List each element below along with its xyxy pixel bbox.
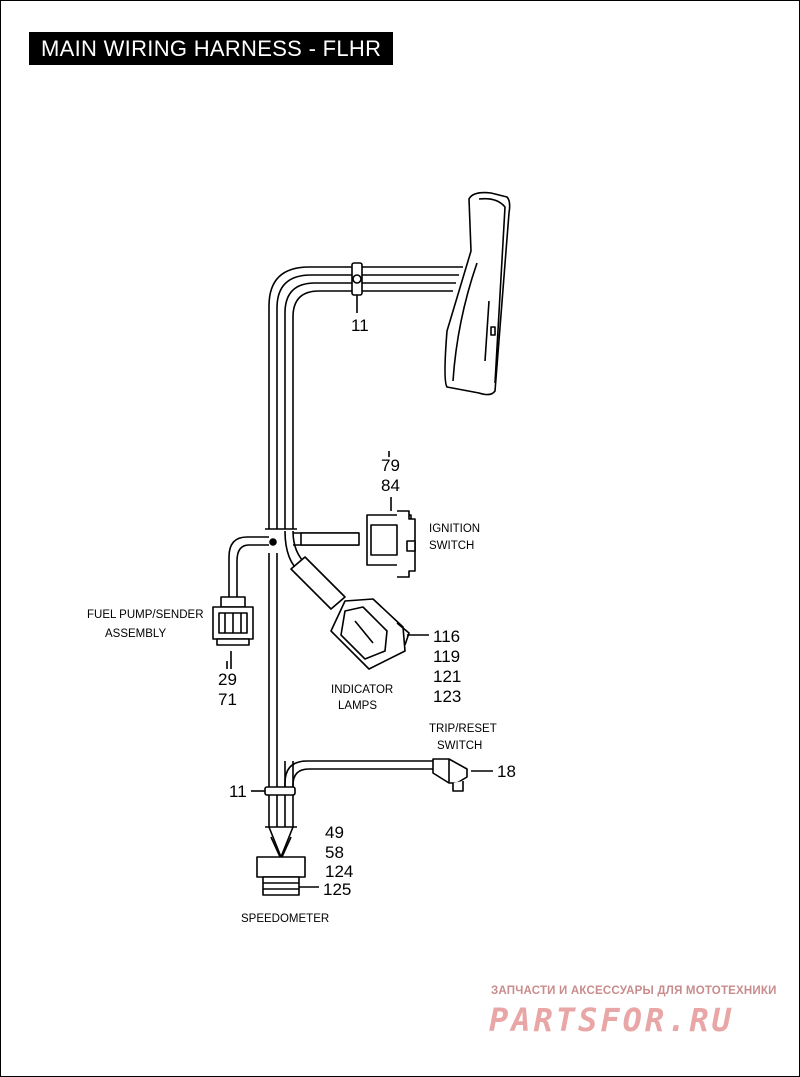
- watermark-tagline: ЗАПЧАСТИ И АКСЕССУАРЫ ДЛЯ МОТОТЕХНИКИ: [491, 985, 777, 997]
- callout-speedo-a: 49: [325, 823, 344, 842]
- top-clip: [351, 262, 363, 313]
- callout-top-clip: 11: [351, 316, 369, 335]
- harness-trunk-inner: [284, 282, 456, 529]
- label-ignition-1: IGNITION: [429, 523, 480, 535]
- callout-lower-clip: 11: [229, 782, 247, 801]
- indicator-lamps-connector: [330, 598, 429, 670]
- callout-trip: 18: [497, 762, 516, 781]
- callout-lamps-a: 116: [433, 627, 460, 646]
- callout-lamps-d: 123: [433, 687, 461, 706]
- label-trip-1: TRIP/RESET: [429, 723, 497, 735]
- ignition-switch-connector: [366, 497, 416, 578]
- fuel-pump-branch: [228, 536, 269, 597]
- callout-lamps-c: 121: [433, 667, 461, 686]
- callout-speedo-b: 58: [325, 843, 344, 862]
- watermark-brand: PARTSFOR.RU: [489, 1001, 734, 1039]
- label-fuel-1: FUEL PUMP/SENDER: [87, 609, 204, 621]
- trip-switch-connector: [432, 758, 493, 792]
- label-ignition-2: SWITCH: [429, 540, 474, 552]
- trip-branch: [284, 760, 433, 789]
- page-title: MAIN WIRING HARNESS - FLHR: [29, 32, 394, 65]
- label-lamps-2: LAMPS: [338, 700, 377, 712]
- label-lamps-1: INDICATOR: [331, 684, 393, 696]
- label-fuel-2: ASSEMBLY: [105, 628, 166, 640]
- callout-speedo-d: 125: [323, 880, 351, 899]
- callout-lamps-b: 119: [433, 647, 460, 666]
- callout-speedo-c: 124: [325, 862, 353, 881]
- label-speedometer: SPEEDOMETER: [241, 913, 329, 925]
- fuel-pump-connector: [212, 606, 254, 669]
- callout-ignition-b: 84: [381, 476, 400, 495]
- callout-fuel-a: 29: [218, 670, 237, 689]
- handlebar-control-housing: [444, 191, 511, 396]
- callout-fuel-b: 71: [218, 690, 237, 709]
- speedometer-connector: [256, 826, 319, 896]
- lower-trunk: [268, 553, 278, 827]
- callout-ignition-a: 79: [381, 456, 400, 475]
- lower-clip: [251, 786, 296, 796]
- harness-trunk-outer: [268, 266, 463, 529]
- label-trip-2: SWITCH: [437, 740, 482, 752]
